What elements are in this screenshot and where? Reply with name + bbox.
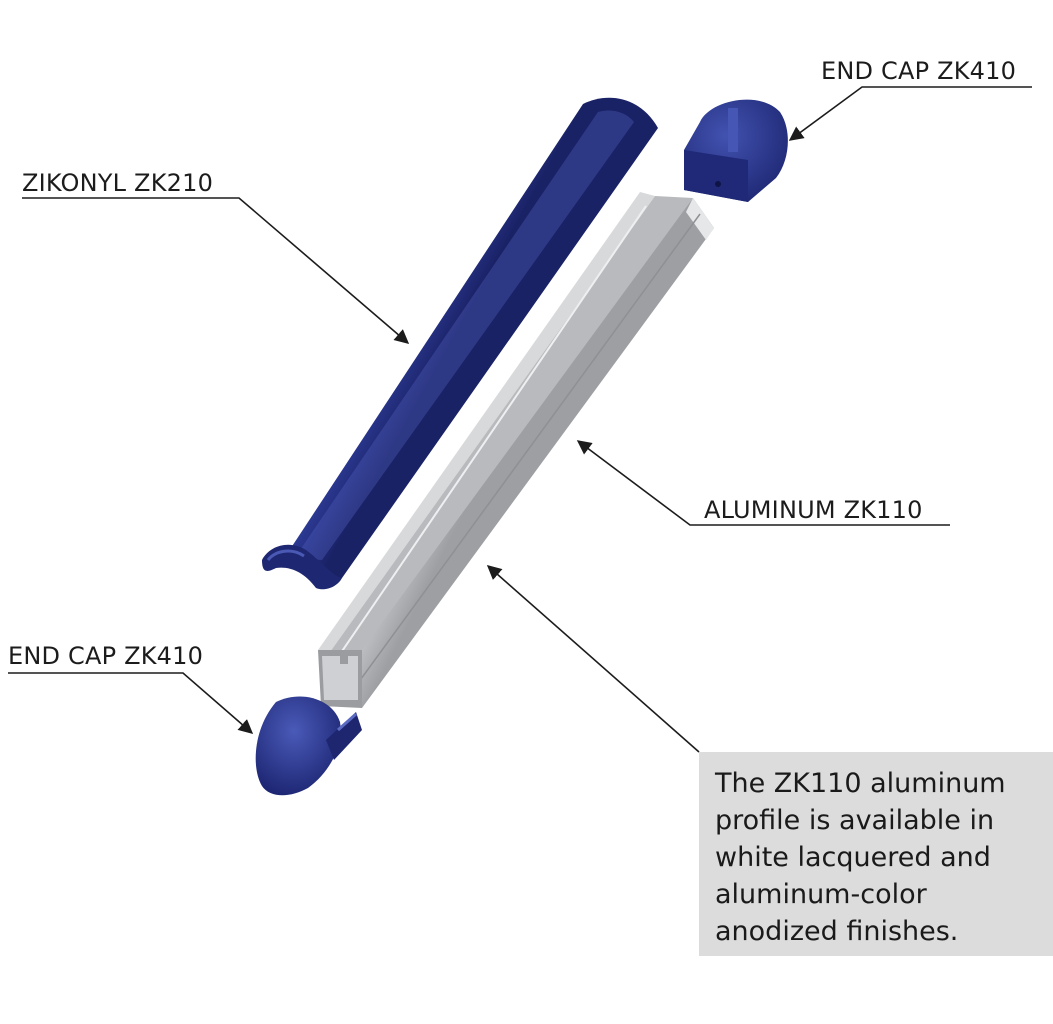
leader-aluminum <box>576 440 950 526</box>
leader-end-cap-bottom <box>8 672 254 734</box>
leader-note <box>486 565 700 753</box>
zikonyl-cover-tube <box>262 97 658 590</box>
end-cap-bottom <box>255 696 362 796</box>
end-cap-top <box>684 99 788 202</box>
aluminum-profile <box>318 192 714 708</box>
zikonyl-label: ZIKONYL ZK210 <box>22 169 214 197</box>
leader-end-cap-top <box>788 86 1032 141</box>
end-cap-top-label: END CAP ZK410 <box>821 57 1017 85</box>
finish-note-text: The ZK110 aluminum profile is available … <box>715 768 1006 947</box>
aluminum-label: ALUMINUM ZK110 <box>704 496 923 524</box>
leader-lines <box>8 86 1032 753</box>
end-cap-bottom-label: END CAP ZK410 <box>8 642 204 670</box>
leader-zikonyl <box>22 197 410 344</box>
finish-note-box: The ZK110 aluminum profile is available … <box>699 752 1053 956</box>
